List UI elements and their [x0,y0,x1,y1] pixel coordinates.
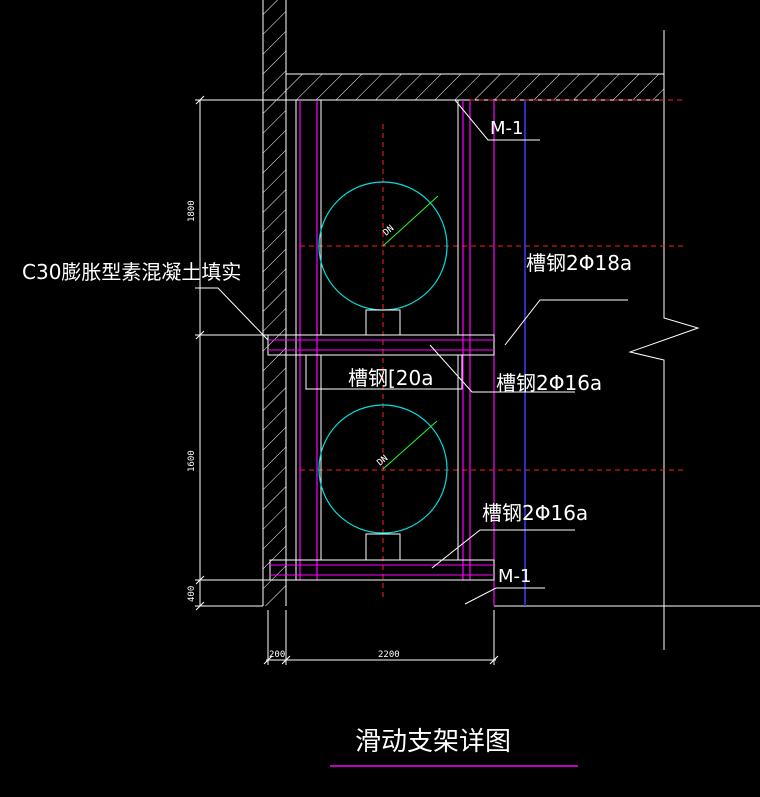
break-line-right [494,30,760,650]
ceiling-slab [286,73,664,101]
wall-left [262,0,287,606]
dim-height-base: 400 [187,586,197,602]
pipe-top: DN [318,181,448,336]
leader-lines [195,99,628,605]
label-m1-bottom: M-1 [498,566,531,587]
support-posts [299,100,495,606]
bottom-beam [269,559,495,581]
label-channel-bottom: 槽钢2Φ16a [482,501,588,525]
pipe-bottom: DN [318,404,448,561]
label-channel-top: 槽钢2Φ18a [526,251,632,275]
dim-width-wall: 200 [269,650,285,660]
center-lines [300,99,684,600]
pipe-bottom-size-label: DN [376,454,391,469]
drawing-title: 滑动支架详图 [355,727,511,757]
dim-height-lower: 1600 [187,450,197,472]
dim-height-upper: 1800 [187,200,197,222]
label-channel-mid-right: 槽钢2Φ16a [496,371,602,395]
dimension-lines [195,95,499,665]
label-concrete-fill: C30膨胀型素混凝土填实 [22,260,241,284]
label-m1-top: M-1 [490,118,523,139]
dim-width-main: 2200 [378,650,400,660]
label-channel-mid-beam: 槽钢[20a [348,366,434,390]
